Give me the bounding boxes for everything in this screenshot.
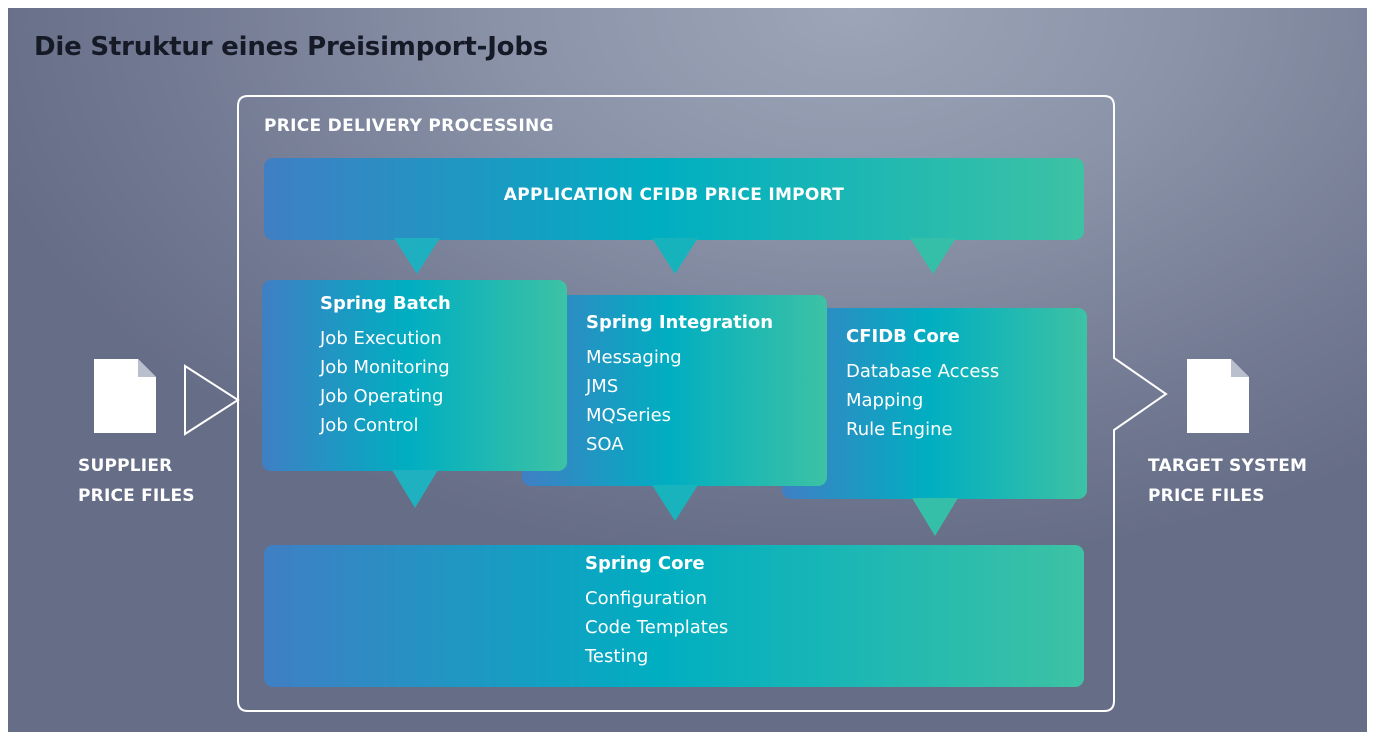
target-system-label: TARGET SYSTEM PRICE FILES — [1148, 451, 1307, 511]
frame-label: PRICE DELIVERY PROCESSING — [264, 116, 554, 136]
supplier-label: SUPPLIER PRICE FILES — [78, 451, 195, 511]
module-item: Messaging — [586, 347, 682, 368]
core-item: Configuration — [585, 588, 708, 609]
cfidb-pointer — [912, 498, 958, 536]
core-item: Code Templates — [585, 617, 729, 638]
document-icon — [94, 359, 156, 433]
diagram-canvas: Die Struktur eines Preisimport-Jobs PRIC… — [8, 8, 1367, 732]
module-item: Mapping — [846, 390, 924, 411]
module-item: Job Monitoring — [320, 357, 450, 378]
module-item: Job Operating — [320, 386, 444, 407]
module-item: SOA — [586, 434, 624, 455]
supplier-label-line-1: SUPPLIER — [78, 456, 173, 476]
core-title: Spring Core — [585, 553, 705, 574]
application-pointer-2 — [652, 238, 698, 274]
batch-pointer — [392, 470, 438, 508]
module-item: JMS — [586, 376, 619, 397]
module-item: Database Access — [846, 361, 1000, 382]
module-title: Spring Integration — [586, 312, 774, 333]
application-block: APPLICATION CFIDB PRICE IMPORT — [264, 158, 1084, 240]
module-title: CFIDB Core — [846, 326, 960, 347]
module-item: Job Control — [320, 415, 419, 436]
module-item: MQSeries — [586, 405, 672, 426]
module-spring-batch: Spring Batch Job Execution Job Monitorin… — [262, 280, 567, 471]
core-item: Testing — [585, 646, 649, 667]
module-item: Job Execution — [320, 328, 442, 349]
application-title: APPLICATION CFIDB PRICE IMPORT — [503, 185, 845, 205]
page-title: Die Struktur eines Preisimport-Jobs — [34, 32, 549, 62]
spring-core-block: Spring Core Configuration Code Templates… — [264, 545, 1084, 687]
supplier-label-line-2: PRICE FILES — [78, 486, 195, 506]
module-spring-integration: Spring Integration Messaging JMS MQSerie… — [522, 295, 827, 486]
target-label-line-1: TARGET SYSTEM — [1148, 456, 1308, 476]
input-arrow — [184, 364, 240, 436]
document-icon — [1187, 359, 1249, 433]
processing-frame — [237, 95, 1168, 712]
integration-pointer — [652, 485, 698, 521]
target-label-line-2: PRICE FILES — [1148, 486, 1265, 506]
application-pointer-1 — [394, 238, 440, 274]
module-item: Rule Engine — [846, 419, 953, 440]
module-title: Spring Batch — [320, 293, 451, 314]
frame-and-arrows — [184, 95, 1168, 712]
application-pointer-3 — [910, 238, 956, 274]
module-cfidb-core: CFIDB Core Database Access Mapping Rule … — [782, 308, 1087, 499]
